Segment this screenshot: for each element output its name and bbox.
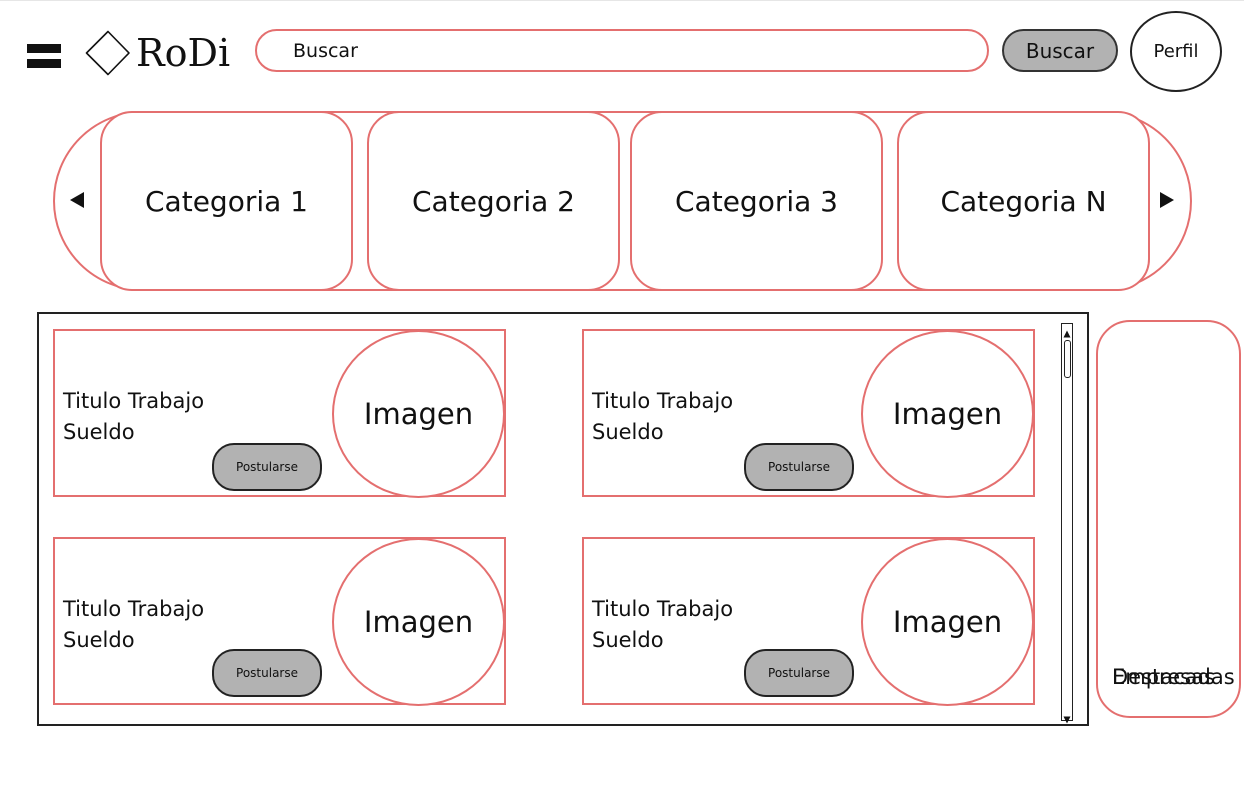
apply-button[interactable]: Postularse xyxy=(212,649,322,697)
featured-line-2: Destacadas xyxy=(1112,665,1235,689)
job-salary: Sueldo xyxy=(592,628,664,652)
previous-arrow-icon[interactable] xyxy=(70,192,84,208)
job-image: Imagen xyxy=(332,538,505,706)
category-n[interactable]: Categoria N xyxy=(897,111,1150,291)
search-button[interactable]: Buscar xyxy=(1002,29,1118,72)
job-salary: Sueldo xyxy=(63,420,135,444)
featured-line-1: Empresas xyxy=(1112,665,1215,689)
profile-button[interactable]: Perfil xyxy=(1130,11,1222,92)
apply-button[interactable]: Postularse xyxy=(212,443,322,491)
category-3[interactable]: Categoria 3 xyxy=(630,111,883,291)
job-title: Titulo Trabajo xyxy=(592,389,734,413)
apply-button[interactable]: Postularse xyxy=(744,443,854,491)
scroll-thumb[interactable] xyxy=(1064,340,1071,378)
search-input[interactable] xyxy=(293,37,973,65)
top-border xyxy=(0,0,1244,1)
apply-button[interactable]: Postularse xyxy=(744,649,854,697)
job-image: Imagen xyxy=(861,330,1034,498)
job-title: Titulo Trabajo xyxy=(592,597,734,621)
job-image: Imagen xyxy=(861,538,1034,706)
scroll-down-icon[interactable] xyxy=(1062,710,1072,724)
job-title: Titulo Trabajo xyxy=(63,597,205,621)
brand-logo[interactable]: RoDi xyxy=(136,31,231,75)
scroll-up-icon[interactable] xyxy=(1062,324,1072,338)
logo-diamond-icon xyxy=(85,30,131,76)
category-1[interactable]: Categoria 1 xyxy=(100,111,353,291)
job-title: Titulo Trabajo xyxy=(63,389,205,413)
job-salary: Sueldo xyxy=(592,420,664,444)
category-2[interactable]: Categoria 2 xyxy=(367,111,620,291)
job-image: Imagen xyxy=(332,330,505,498)
next-arrow-icon[interactable] xyxy=(1160,192,1174,208)
category-carousel xyxy=(53,111,1192,291)
search-bar[interactable] xyxy=(255,29,989,72)
menu-icon[interactable] xyxy=(27,44,61,74)
job-salary: Sueldo xyxy=(63,628,135,652)
vertical-scrollbar[interactable] xyxy=(1061,323,1073,724)
